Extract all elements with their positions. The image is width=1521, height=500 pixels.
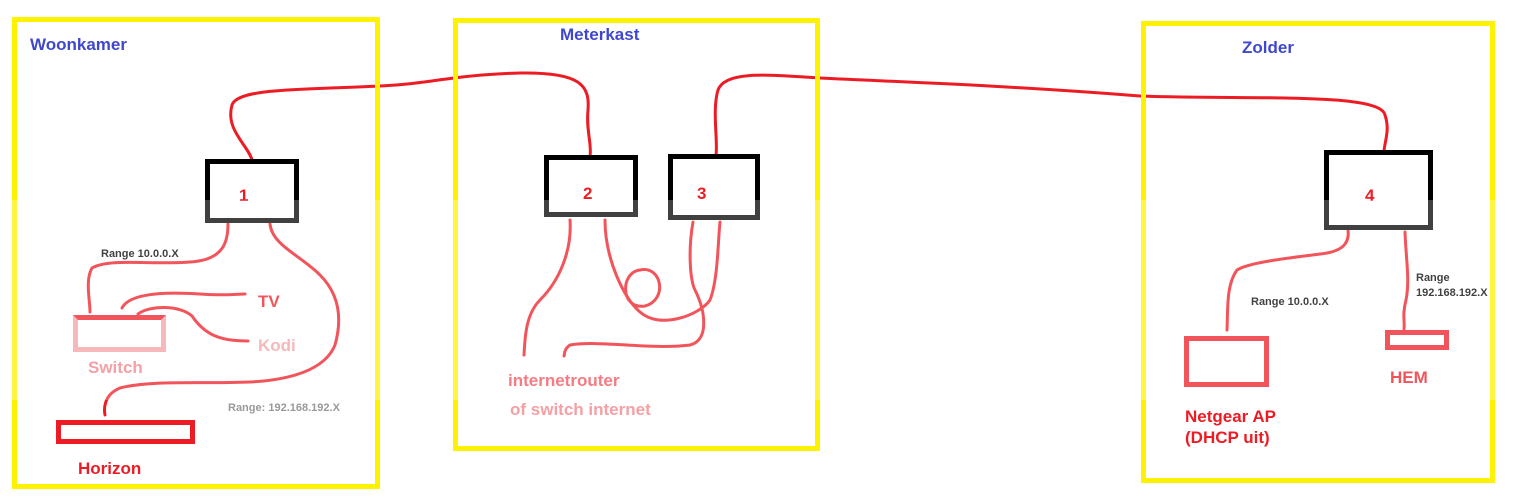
horizon-label: Horizon [78,459,142,478]
room-woonkamer [12,17,380,489]
switch-box [73,315,166,352]
kodi-label: Kodi [258,336,296,355]
router-label-2: of switch internet [510,400,651,419]
range-label-woon-192: Range: 192.168.192.X [228,402,340,414]
room-label-meterkast: Meterkast [560,25,640,44]
device-4-label: 4 [1365,186,1375,205]
room-label-zolder: Zolder [1242,38,1294,57]
range-label-zolder-192-1: Range [1416,272,1450,284]
room-zolder [1141,21,1495,483]
device-3 [668,154,760,220]
tv-label: TV [258,292,280,311]
device-4 [1324,150,1433,230]
range-label-woon-10: Range 10.0.0.X [101,248,179,260]
netgear-label-1: Netgear AP [1185,407,1277,426]
wire-1-to-switch [86,222,230,314]
wire-3-to-router [562,220,706,358]
range-label-zolder-10: Range 10.0.0.X [1251,296,1329,308]
netgear-label-2: (DHCP uit) [1185,428,1270,447]
device-2-label: 2 [583,184,593,203]
hem-box [1385,330,1449,350]
device-3-label: 3 [697,184,707,203]
switch-label: Switch [88,358,143,377]
wire-2-to-router [522,218,572,357]
wire-loop [624,268,662,308]
device-2 [544,155,638,217]
wire-1-to-2 [229,71,592,162]
wire-4-to-netgear [1225,228,1350,332]
wire-switch-to-kodi [136,306,250,343]
wire-switch-to-tv [120,291,247,310]
netgear-box [1184,336,1269,387]
device-1 [205,159,299,223]
wire-3-to-4 [713,73,1389,157]
range-label-zolder-192-2: 192.168.192.X [1416,287,1488,299]
room-meterkast [453,18,820,451]
hem-label: HEM [1390,368,1428,387]
wire-2-to-3 [603,218,722,322]
device-1-label: 1 [239,186,249,205]
router-label-1: internetrouter [508,371,620,390]
horizon-box [56,420,195,444]
wire-1-to-horizon [103,222,341,417]
wire-4-to-hem [1402,230,1410,331]
room-label-woonkamer: Woonkamer [30,35,127,54]
